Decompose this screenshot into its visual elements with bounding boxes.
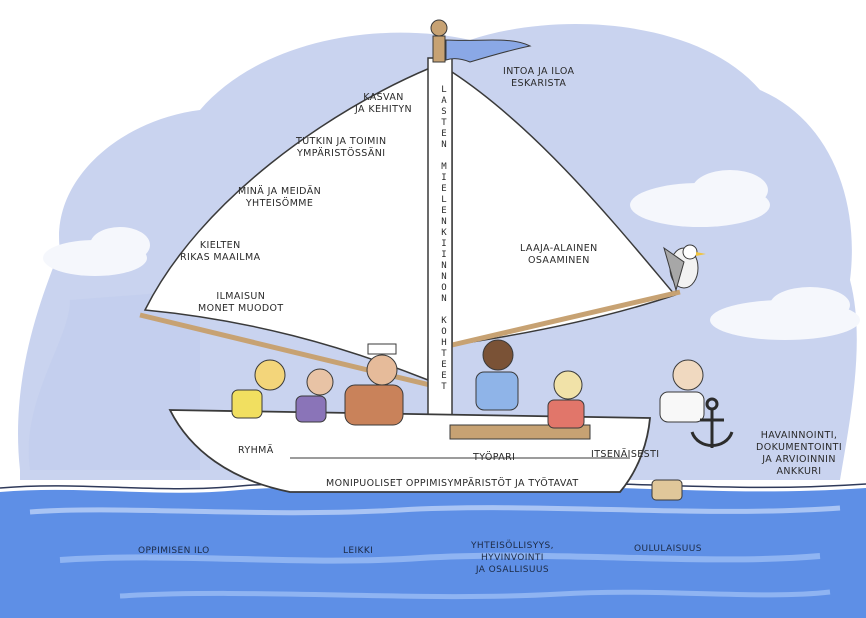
hull-label-tyopari: Työpari	[473, 452, 516, 463]
anchor-label-line: Havainnointi,	[760, 430, 838, 441]
right-boom	[451, 289, 681, 348]
sail-label-line: Intoa ja iloa	[503, 66, 575, 77]
sail-label-line: ympäristössäni	[296, 148, 386, 159]
sail-label-ilmaisun: Ilmaisun monet muodot	[198, 291, 284, 315]
anchor-label-line: dokumentointi	[756, 442, 843, 453]
sail-label-kielten: Kielten rikas maailma	[180, 240, 260, 264]
sail-label-line: Ilmaisun	[216, 291, 266, 302]
anchor-icon	[690, 397, 734, 448]
anchor-label-line: ja arvioinnin	[762, 454, 836, 465]
sail-label-line: Kasvan	[363, 92, 404, 103]
mast-label: L A S T E N M I E L E N K I I N N O N K …	[441, 85, 447, 392]
sea-label-oululaisuus: Oululaisuus	[634, 544, 702, 554]
sail-label-line: Minä ja meidän	[238, 186, 322, 197]
sail-label-intoa: Intoa ja iloa eskarista	[503, 66, 574, 90]
anchor-label-line: ankkuri	[776, 466, 822, 477]
sea-label-line: ja osallisuus	[475, 565, 549, 575]
hull-label-environments: Monipuoliset oppimisympäristöt ja työtav…	[326, 478, 579, 489]
sail-label-laaja: Laaja-alainen osaaminen	[520, 243, 598, 267]
sail-label-line: eskarista	[511, 78, 567, 89]
left-sail	[143, 66, 431, 382]
sail-label-line: Kielten	[199, 240, 241, 251]
hull-label-itsenaisesti: Itsenäisesti	[591, 449, 660, 460]
flag	[445, 39, 532, 63]
sea-label-ilo: Oppimisen ilo	[138, 546, 210, 556]
child-anchor	[651, 359, 705, 501]
child-blue-shirt	[475, 339, 519, 411]
seagull-icon	[663, 244, 706, 292]
child-red-shirt	[547, 370, 585, 429]
sail-label-mina: Minä ja meidän yhteisömme	[238, 186, 321, 210]
sea-label-leikki: Leikki	[343, 546, 374, 556]
anchor-label: Havainnointi, dokumentointi ja arvioinni…	[756, 430, 842, 478]
sail-label-tutkin: Tutkin ja toimin ympäristössäni	[296, 136, 386, 160]
captain	[344, 343, 404, 426]
sail-label-line: monet muodot	[198, 303, 284, 314]
sail-label-line: rikas maailma	[180, 252, 261, 263]
sail-label-kasvan: Kasvan ja kehityn	[355, 92, 412, 116]
sail-label-line: ja kehityn	[355, 104, 413, 115]
child-yellow-shirt	[231, 359, 286, 419]
sail-label-line: Tutkin ja toimin	[296, 136, 387, 147]
sail-label-line: osaaminen	[527, 255, 590, 266]
mast	[427, 57, 453, 439]
hull-label-ryhma: Ryhmä	[238, 445, 274, 456]
sea-label-line: Yhteisöllisyys,	[471, 541, 554, 551]
child-purple-shirt	[295, 368, 334, 423]
sea	[0, 482, 866, 618]
sail-label-line: Laaja-alainen	[520, 243, 598, 254]
sea-label-yhteisollisyys: Yhteisöllisyys, hyvinvointi ja osallisuu…	[471, 540, 554, 576]
sea-label-line: hyvinvointi	[481, 553, 544, 563]
sail-label-line: yhteisömme	[245, 198, 314, 209]
